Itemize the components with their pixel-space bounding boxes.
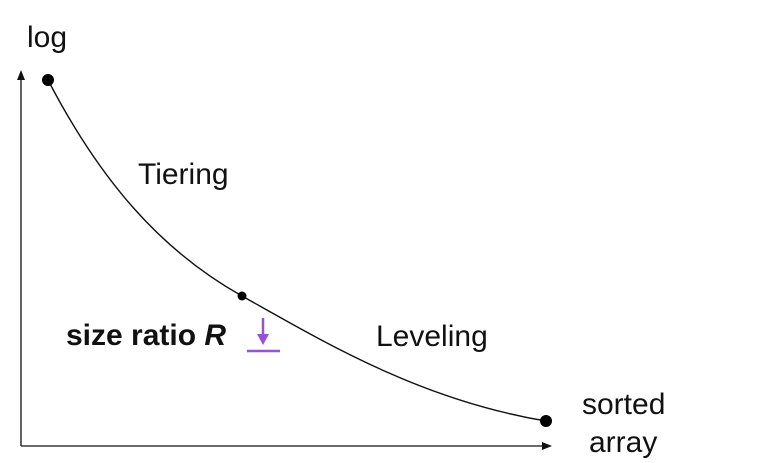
down-arrow-with-bar-icon <box>247 318 280 353</box>
size-ratio-text: size ratio <box>66 319 204 352</box>
sorted-array-endpoint-dot <box>540 415 552 427</box>
size-ratio-label: size ratio R <box>66 319 226 352</box>
size-ratio-symbol: R <box>204 319 226 352</box>
x-axis-label-array: array <box>589 426 657 458</box>
leveling-label: Leveling <box>376 320 488 353</box>
x-axis-arrowhead <box>542 442 552 450</box>
y-axis-label: log <box>27 21 67 54</box>
middle-point-dot <box>237 291 247 301</box>
tiering-label: Tiering <box>138 158 229 191</box>
log-endpoint-dot <box>42 74 54 86</box>
tradeoff-curve <box>47 79 547 422</box>
y-axis-arrowhead <box>17 70 25 80</box>
x-axis-label-sorted: sorted <box>582 388 665 421</box>
